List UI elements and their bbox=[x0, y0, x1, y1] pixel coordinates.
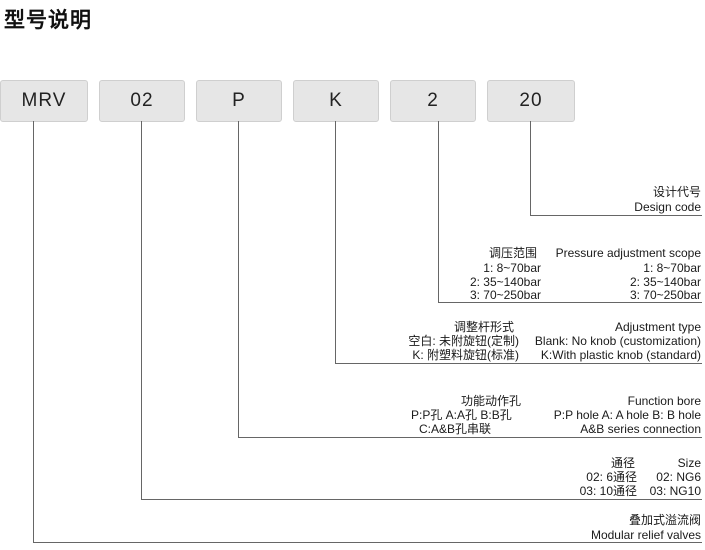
code-box-adjustment: K bbox=[293, 80, 379, 122]
function-cn: 功能动作孔 bbox=[461, 394, 522, 408]
connector-function-horizontal bbox=[238, 437, 702, 438]
function-row-2-cn: C:A&B孔串联 bbox=[419, 422, 492, 436]
pressure-cn: 调压范围 bbox=[489, 246, 538, 260]
pressure-left-row-2: 2: 35~140bar bbox=[469, 275, 541, 289]
function-row-1-en: P:P hole A: A hole B: B hole bbox=[553, 408, 701, 422]
connector-size-vertical bbox=[141, 121, 142, 499]
code-box-function: P bbox=[196, 80, 282, 122]
code-box-size: 02 bbox=[99, 80, 185, 122]
code-box-pressure: 2 bbox=[390, 80, 476, 122]
connector-valve-horizontal bbox=[33, 542, 702, 543]
adjustment-en: Adjustment type bbox=[614, 320, 701, 334]
connector-pressure-vertical bbox=[438, 121, 439, 302]
code-box-series: MRV bbox=[0, 80, 88, 122]
connector-adjustment-horizontal bbox=[335, 363, 702, 364]
size-row-1-cn: 02: 6通径 bbox=[586, 470, 637, 484]
function-en: Function bore bbox=[627, 394, 701, 408]
pressure-right-row-3: 3: 70~250bar bbox=[629, 288, 701, 302]
pressure-left-row-3: 3: 70~250bar bbox=[469, 288, 541, 302]
design-code-cn: 设计代号 bbox=[652, 185, 701, 199]
connector-design-horizontal bbox=[530, 215, 702, 216]
valve-cn: 叠加式溢流阀 bbox=[628, 513, 701, 527]
pressure-en: Pressure adjustment scope bbox=[555, 246, 701, 260]
adjustment-row-1-en: Blank: No knob (customization) bbox=[534, 334, 701, 348]
function-row-2-en: A&B series connection bbox=[580, 422, 701, 436]
pressure-right-row-2: 2: 35~140bar bbox=[629, 275, 701, 289]
design-code-en: Design code bbox=[634, 200, 701, 214]
size-row-1-en: 02: NG6 bbox=[656, 470, 701, 484]
adjustment-row-2-cn: K: 附塑料旋钮(标准) bbox=[412, 348, 519, 362]
function-row-1-cn: P:P孔 A:A孔 B:B孔 bbox=[411, 408, 512, 422]
size-row-2-cn: 03: 10通径 bbox=[579, 484, 637, 498]
code-box-design: 20 bbox=[487, 80, 575, 122]
pressure-right-row-1: 1: 8~70bar bbox=[643, 261, 701, 275]
connector-pressure-horizontal bbox=[438, 302, 702, 303]
adjustment-row-2-en: K:With plastic knob (standard) bbox=[540, 348, 701, 362]
connector-function-vertical bbox=[238, 121, 239, 437]
adjustment-cn: 调整杆形式 bbox=[454, 320, 515, 334]
connector-valve-vertical bbox=[33, 121, 34, 542]
pressure-left-row-1: 1: 8~70bar bbox=[483, 261, 541, 275]
size-en: Size bbox=[677, 456, 701, 470]
valve-en: Modular relief valves bbox=[590, 528, 701, 542]
page-title: 型号说明 bbox=[4, 8, 92, 32]
connector-design-vertical bbox=[530, 121, 531, 215]
connector-adjustment-vertical bbox=[335, 121, 336, 363]
adjustment-row-1-cn: 空白: 未附旋钮(定制) bbox=[408, 334, 519, 348]
connector-size-horizontal bbox=[141, 499, 702, 500]
size-cn: 通径 bbox=[611, 456, 636, 470]
size-row-2-en: 03: NG10 bbox=[649, 484, 701, 498]
